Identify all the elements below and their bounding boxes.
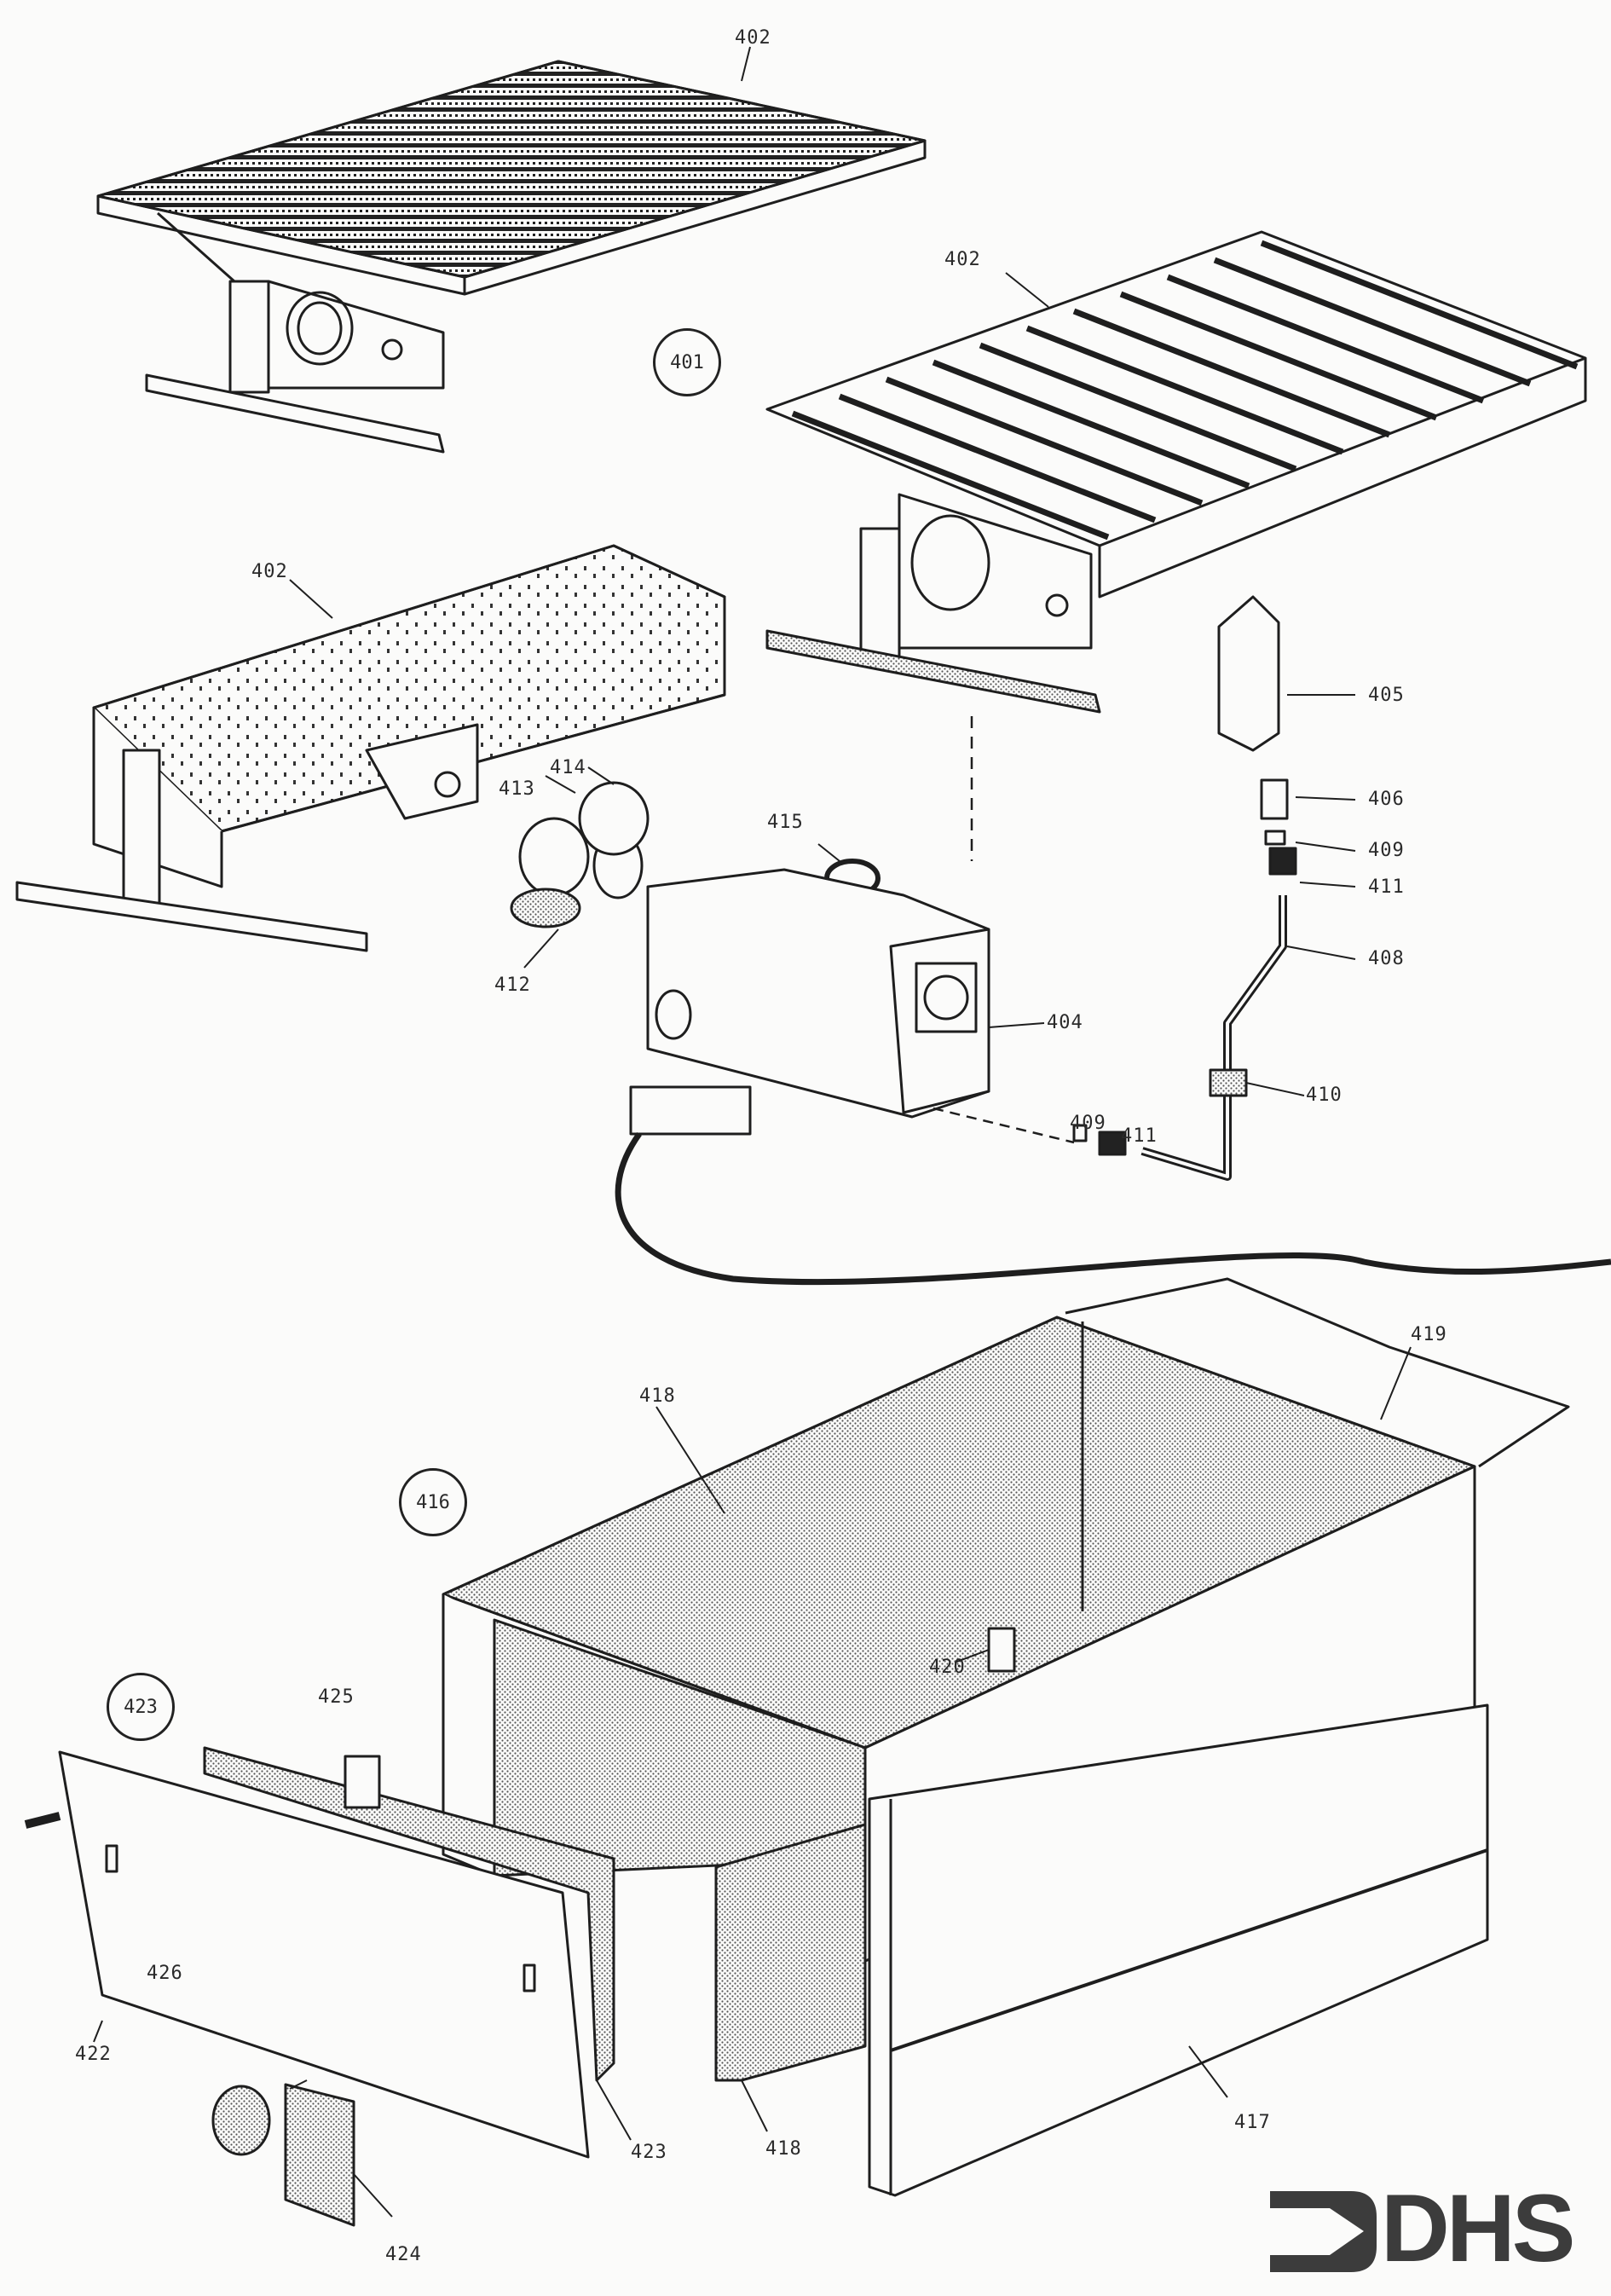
label-418-back: 418 <box>639 1385 676 1407</box>
housing <box>442 1277 1570 1963</box>
dhs-logo: DHS <box>1253 2175 1594 2282</box>
label-417: 417 <box>1234 2112 1271 2133</box>
label-406: 406 <box>1368 789 1405 810</box>
label-413: 413 <box>499 778 535 800</box>
group-callout-burners: 401 <box>653 328 721 396</box>
label-402-top-left: 402 <box>735 27 771 49</box>
elbow-assembly <box>510 766 881 969</box>
label-411-upper: 411 <box>1368 876 1405 898</box>
burner-top-right <box>765 230 1587 861</box>
label-426: 426 <box>147 1963 183 1984</box>
gas-valve <box>615 868 1611 1286</box>
group-callout-front-panel: 423 <box>107 1673 175 1741</box>
label-415: 415 <box>767 812 804 833</box>
label-418-front: 418 <box>765 2138 802 2160</box>
label-412: 412 <box>494 974 531 996</box>
label-409-lower: 409 <box>1070 1113 1106 1134</box>
label-402-mid-left: 402 <box>251 561 288 582</box>
burner-top-left <box>96 46 927 454</box>
label-405: 405 <box>1368 685 1405 706</box>
outer-housing <box>714 1703 1489 2197</box>
label-404: 404 <box>1047 1012 1083 1033</box>
label-410: 410 <box>1306 1084 1342 1106</box>
label-425: 425 <box>318 1686 355 1708</box>
dhs-logo-mark <box>1270 2191 1377 2272</box>
label-414: 414 <box>550 757 586 778</box>
logo-text: DHS <box>1381 2175 1575 2282</box>
label-419: 419 <box>1411 1324 1447 1345</box>
label-409-upper: 409 <box>1368 840 1405 861</box>
label-408: 408 <box>1368 948 1405 969</box>
burner-mid-left <box>15 544 726 952</box>
front-panel <box>24 1746 632 2227</box>
label-411-lower: 411 <box>1121 1125 1158 1147</box>
thermocouple-assembly <box>1072 595 1356 1181</box>
group-callout-housing: 416 <box>399 1468 467 1536</box>
label-423: 423 <box>631 2142 667 2163</box>
label-422: 422 <box>75 2044 112 2065</box>
label-424: 424 <box>385 2244 422 2265</box>
label-420: 420 <box>929 1657 966 1678</box>
label-402-top-right: 402 <box>944 249 981 270</box>
